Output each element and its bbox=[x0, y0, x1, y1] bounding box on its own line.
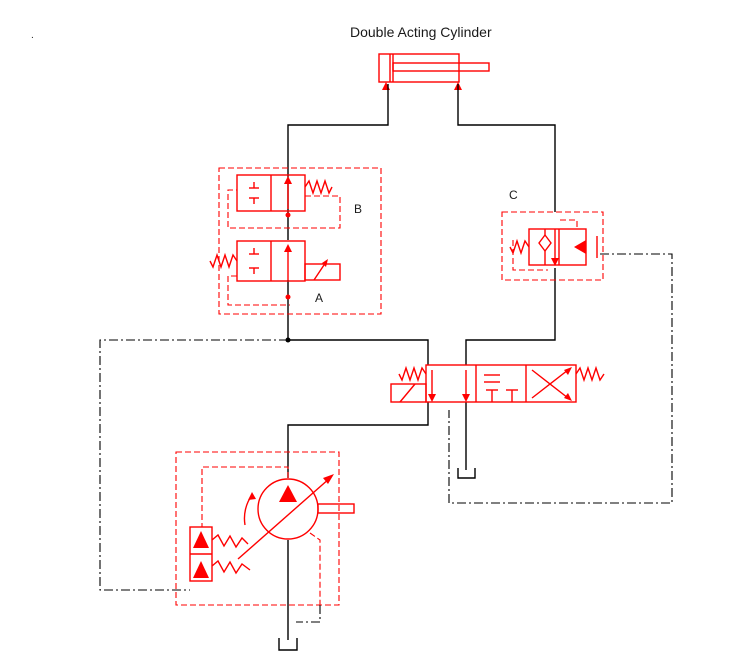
pump-group bbox=[175, 451, 355, 606]
variable-pump-icon bbox=[237, 474, 355, 560]
valve-c-label: C bbox=[509, 188, 518, 202]
valve-c-group bbox=[501, 211, 604, 281]
junction-dot bbox=[285, 294, 291, 300]
valve-a-label: A bbox=[315, 291, 323, 305]
check-valve-icon bbox=[509, 219, 598, 271]
tank-icon bbox=[457, 468, 476, 479]
hydraulic-lines bbox=[287, 84, 556, 640]
pressure-compensator-icon bbox=[189, 526, 251, 582]
three-position-valve-icon bbox=[390, 364, 605, 403]
corner-mark: . bbox=[31, 30, 34, 41]
two-way-valve-icon bbox=[209, 240, 341, 306]
two-way-valve-icon bbox=[227, 174, 341, 229]
valve-b-label: B bbox=[354, 202, 362, 216]
double-acting-cylinder-icon bbox=[378, 53, 490, 90]
diagram-title: Double Acting Cylinder bbox=[350, 24, 492, 40]
pilot-lines bbox=[99, 253, 673, 623]
junction-dot bbox=[285, 212, 291, 218]
tank-icon bbox=[278, 638, 298, 651]
valve-group-ab: B A bbox=[209, 167, 382, 315]
